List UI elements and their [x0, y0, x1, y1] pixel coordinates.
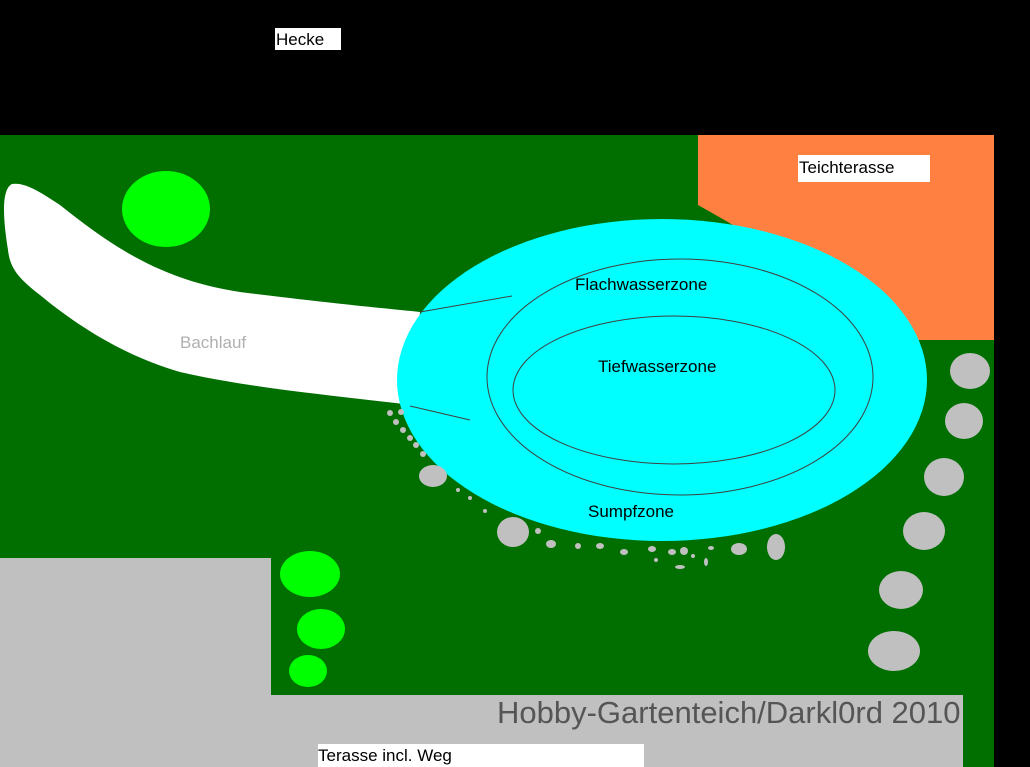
stone	[731, 543, 747, 555]
flachwasserzone-label: Flachwasserzone	[575, 275, 707, 294]
bush	[297, 609, 345, 649]
zone-line	[419, 295, 513, 313]
teichterasse-area	[698, 135, 994, 340]
bachlauf-label: Bachlauf	[180, 333, 246, 352]
terasse-area	[0, 558, 963, 767]
terasse-label-box	[318, 744, 644, 767]
hecke-label-box	[275, 28, 341, 50]
zone-line	[409, 405, 471, 421]
pebble-group	[387, 409, 714, 569]
bush	[280, 551, 340, 597]
right-border	[994, 0, 1030, 767]
sumpfzone	[397, 219, 927, 541]
sumpfzone-label: Sumpfzone	[588, 502, 674, 521]
bush	[122, 171, 210, 247]
tiefwasserzone-label: Tiefwasserzone	[598, 357, 716, 376]
stone	[945, 403, 983, 439]
hecke-label: Hecke	[276, 30, 324, 49]
tiefwasserzone-boundary	[512, 315, 836, 465]
stone	[868, 631, 920, 671]
watermark-text: Hobby-Gartenteich/Darkl0rd 2010	[497, 695, 961, 730]
terasse-label: Terasse incl. Weg	[318, 746, 452, 765]
stone	[419, 465, 447, 487]
flachwasserzone-boundary	[486, 258, 874, 496]
bachlauf-stream	[4, 183, 420, 405]
bush	[289, 655, 327, 687]
stone	[767, 534, 785, 560]
stone	[924, 458, 964, 496]
stone	[903, 512, 945, 550]
stone	[950, 353, 990, 389]
teichterasse-label: Teichterasse	[799, 158, 894, 177]
stone	[497, 517, 529, 547]
stone	[879, 571, 923, 609]
teichterasse-label-box	[798, 155, 930, 182]
